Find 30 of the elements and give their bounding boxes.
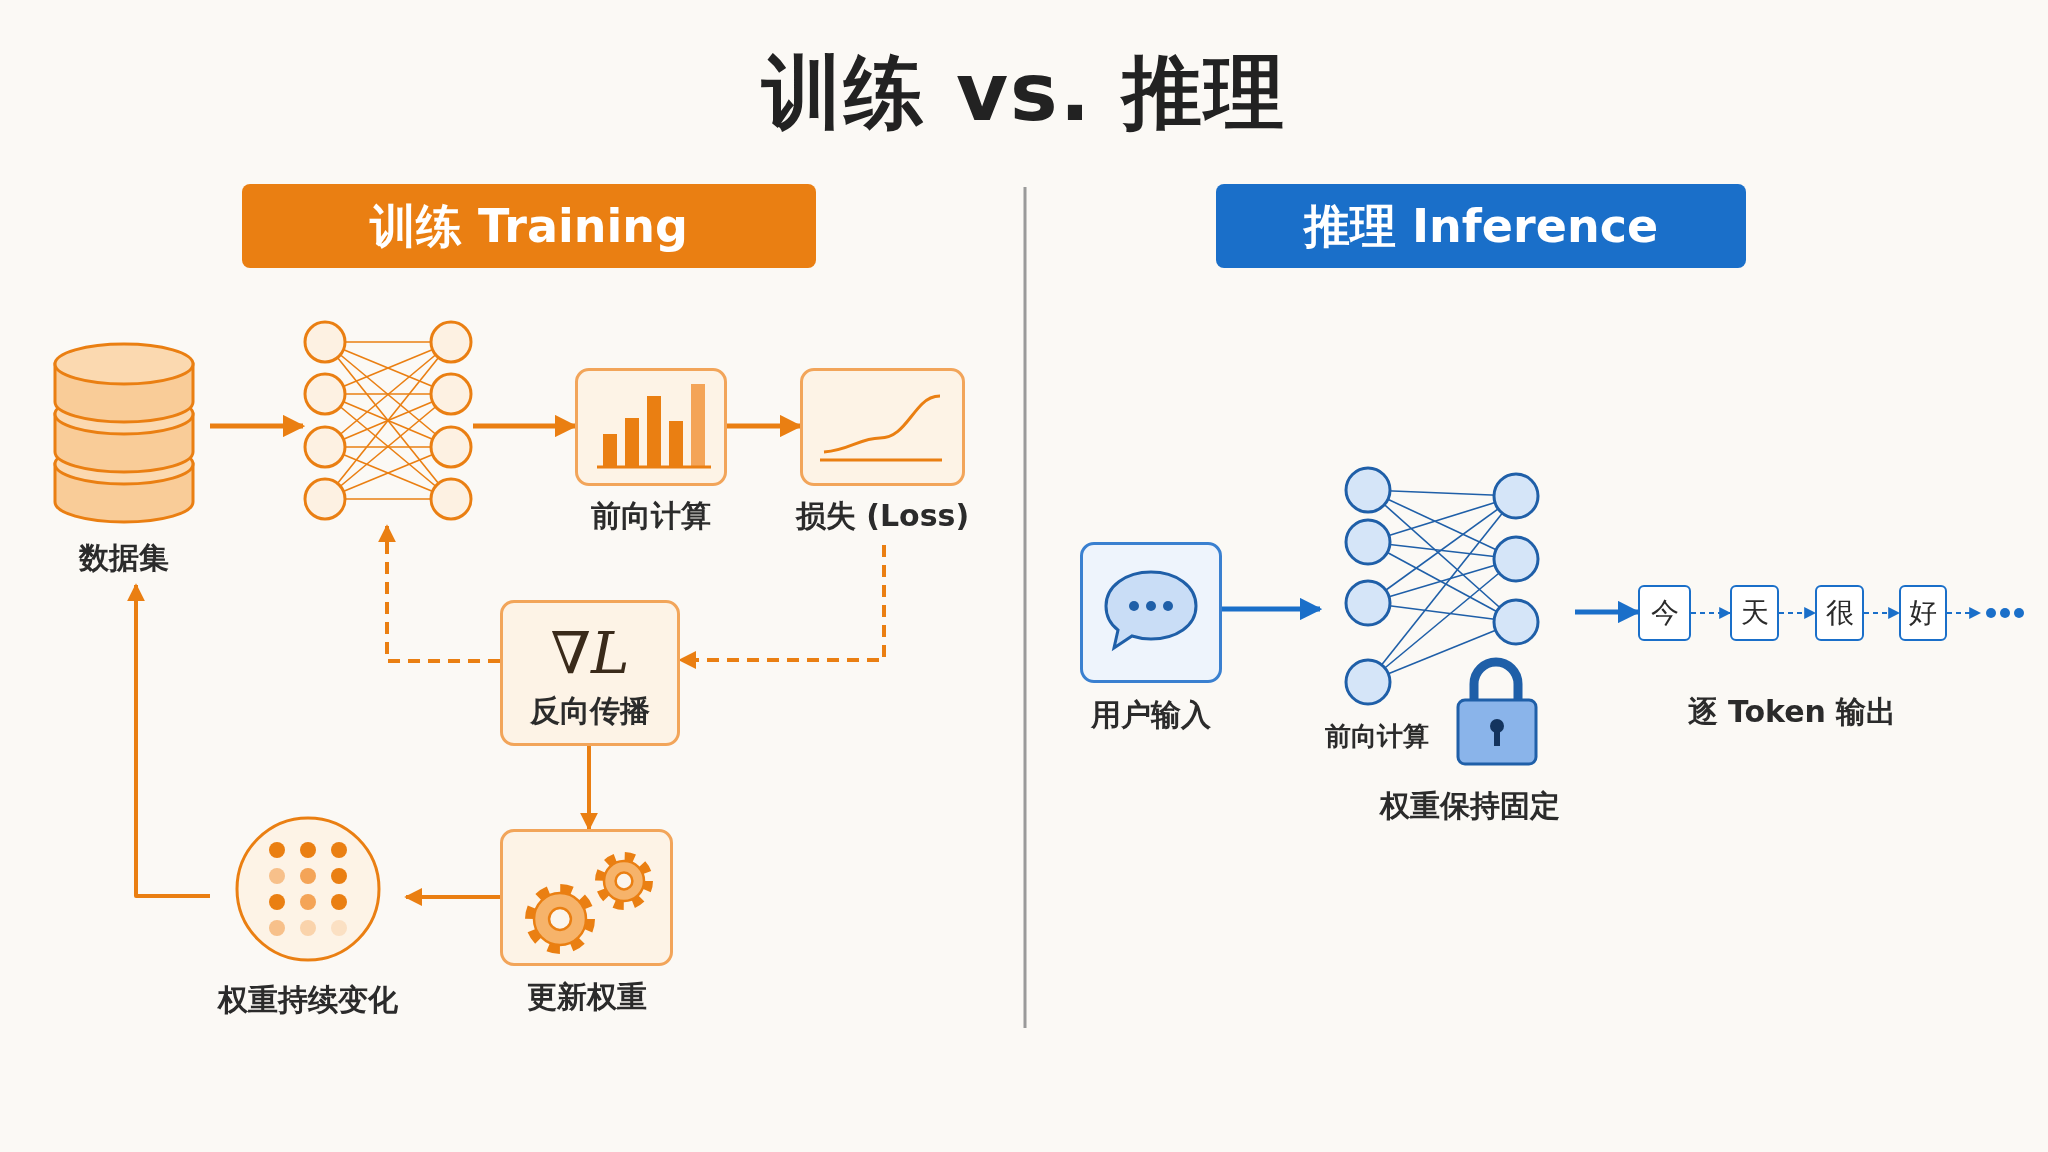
node-label: 反向传播 <box>530 693 650 729</box>
node-label: 权重持续变化 <box>218 982 398 1018</box>
caption-text: 前向计算 <box>1325 720 1429 753</box>
node-label: 损失 (Loss) <box>795 498 970 534</box>
token-box: 天 <box>1730 585 1779 641</box>
token-box: 今 <box>1638 585 1691 641</box>
node-label: 前向计算 <box>591 498 711 534</box>
arrow <box>378 524 500 663</box>
arrow <box>127 583 210 898</box>
header-band: 训练 Training <box>242 184 816 268</box>
token-box: 好 <box>1899 585 1947 641</box>
arrow <box>580 746 598 831</box>
arrow <box>1222 597 1323 621</box>
process-box <box>500 600 680 746</box>
arrow <box>210 414 306 438</box>
header-band: 推理 Inference <box>1216 184 1746 268</box>
node-label: 数据集 <box>79 540 169 576</box>
arrow <box>678 545 886 669</box>
token-box: 很 <box>1815 585 1864 641</box>
node-label: 更新权重 <box>526 979 647 1015</box>
caption-text: 权重保持固定 <box>1380 788 1560 824</box>
formula-text: ∇L <box>550 621 630 685</box>
title: 训练 vs. 推理 <box>762 45 1286 141</box>
arrow <box>1690 607 1732 619</box>
arrow <box>1946 607 1982 619</box>
node-label: 用户输入 <box>1091 697 1211 733</box>
arrow <box>1863 607 1901 619</box>
caption-text: 逐 Token 输出 <box>1687 694 1897 730</box>
arrow <box>1778 607 1817 619</box>
arrow <box>404 888 500 906</box>
